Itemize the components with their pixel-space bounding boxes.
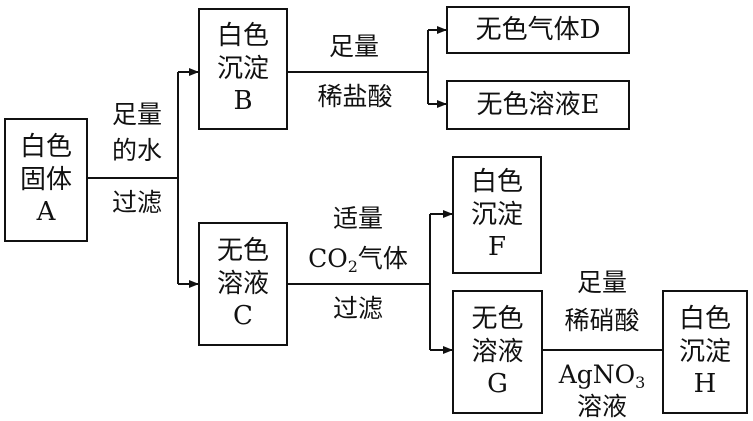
- box-h-line2: 沉淀: [678, 336, 731, 367]
- agno-subscript: 3: [635, 373, 646, 392]
- box-b-line2: 沉淀: [216, 53, 269, 84]
- box-g: 无色 溶液 G: [452, 290, 543, 414]
- box-g-line1: 无色: [471, 304, 524, 335]
- step4-label-top1: 足量: [576, 268, 628, 297]
- box-e: 无色溶液E: [446, 80, 630, 130]
- box-b: 白色 沉淀 B: [198, 8, 288, 130]
- step1-label-bottom: 过滤: [111, 188, 163, 217]
- box-c-line1: 无色: [216, 236, 269, 267]
- box-g-line2: 溶液: [471, 336, 524, 367]
- step3-label-top1: 适量: [332, 204, 384, 233]
- box-a-line2: 固体: [19, 164, 72, 195]
- box-c-line2: 溶液: [216, 268, 269, 299]
- step2-label-bottom: 稀盐酸: [317, 82, 393, 111]
- box-c-line3: C: [233, 301, 253, 332]
- box-f-line3: F: [487, 232, 507, 263]
- step3-label-bottom: 过滤: [332, 294, 384, 323]
- box-h-line1: 白色: [678, 304, 731, 335]
- box-a-line1: 白色: [19, 132, 72, 163]
- box-b-line3: B: [233, 86, 253, 117]
- agno-text: AgNO: [558, 360, 636, 389]
- co-text: CO: [308, 244, 348, 273]
- box-f-line1: 白色: [470, 167, 523, 198]
- gas-text: 气体: [357, 244, 408, 273]
- box-c: 无色 溶液 C: [198, 222, 288, 346]
- step4-label-bottom: 溶液: [576, 392, 628, 421]
- step4-label-top2: 稀硝酸: [564, 306, 640, 335]
- box-a: 白色 固体 A: [4, 118, 88, 242]
- co-subscript: 2: [347, 257, 358, 276]
- box-b-line1: 白色: [216, 21, 269, 52]
- box-f-line2: 沉淀: [470, 199, 523, 230]
- box-f: 白色 沉淀 F: [452, 156, 542, 274]
- step2-label-top: 足量: [328, 32, 380, 61]
- box-d: 无色气体D: [446, 6, 630, 54]
- box-h: 白色 沉淀 H: [662, 290, 748, 414]
- box-e-text: 无色溶液E: [476, 89, 600, 120]
- step4-label-agno3: AgNO3: [559, 362, 646, 391]
- box-g-line3: G: [487, 369, 508, 400]
- box-h-line3: H: [693, 369, 717, 400]
- box-a-line3: A: [36, 197, 56, 228]
- step3-label-co2-gas: CO2气体: [308, 246, 408, 275]
- step1-label-top2: 的水: [111, 136, 163, 165]
- step1-label-top1: 足量: [111, 100, 163, 129]
- box-d-text: 无色气体D: [475, 14, 601, 45]
